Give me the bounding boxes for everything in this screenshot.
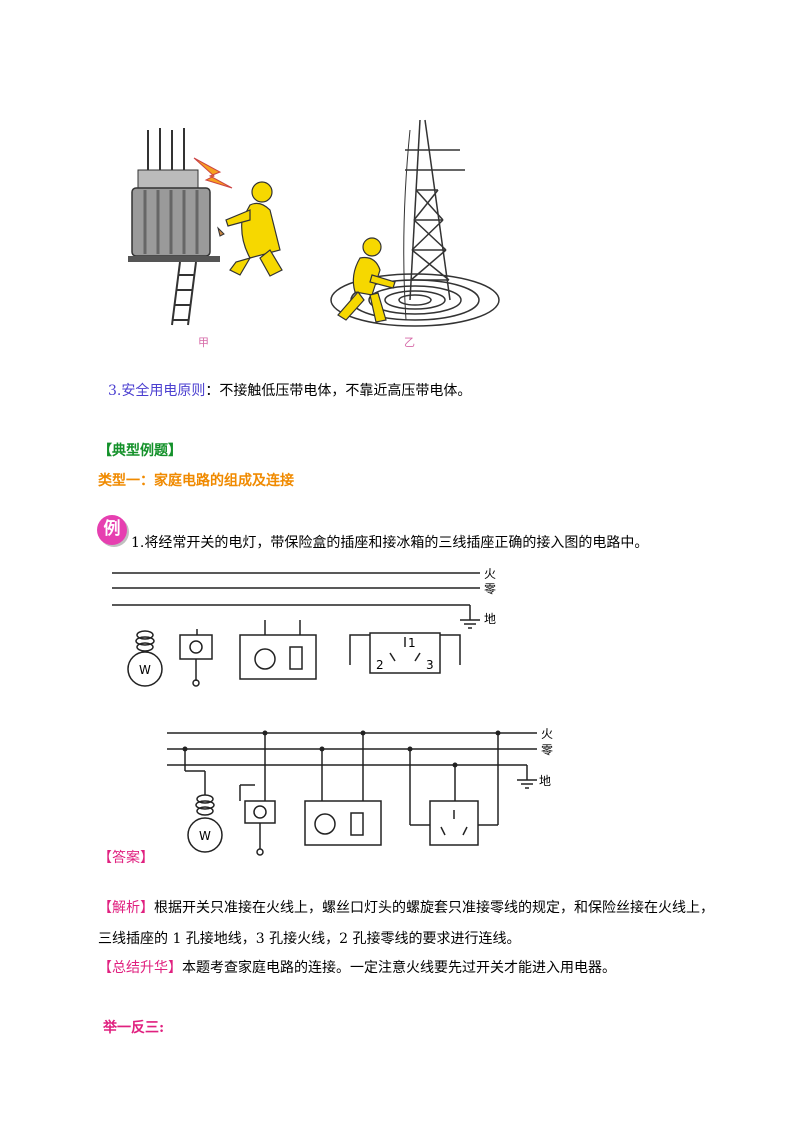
- safety-illustration: [128, 119, 500, 327]
- fused-socket-symbol: [239, 620, 317, 680]
- answer-label: 【答案】: [98, 850, 154, 866]
- analysis-line-2: 三线插座的 1 孔接地线，3 孔接火线，2 孔接零线的要求进行连线。: [98, 931, 521, 947]
- analysis-label: 【解析】: [98, 900, 154, 916]
- lamp-symbol: [127, 630, 163, 687]
- figure-label-jia: 甲: [198, 336, 209, 349]
- summary-text: 本题考查家庭电路的连接。一定注意火线要先过开关才能进入用电器。: [182, 960, 616, 976]
- q-label-earth: 地: [484, 612, 496, 626]
- figure-label-yi: 乙: [404, 336, 415, 349]
- analysis-text-1: 根据开关只准接在火线上，螺丝口灯头的螺旋套只准接零线的规定，和保险丝接在火线上，: [154, 900, 714, 916]
- example-question: 1.将经常开关的电灯，带保险盒的插座和接冰箱的三线插座正确的接入图的电路中。: [131, 535, 649, 551]
- q-label-neutral: 零: [484, 582, 496, 596]
- q-socket-hole-3: 3: [426, 658, 434, 672]
- answer-circuit-diagram: 火 零 地 W: [167, 727, 553, 856]
- section-title: 【典型例题】: [98, 443, 182, 459]
- three-pin-socket-symbol: [349, 632, 461, 674]
- analysis-line-1: 【解析】根据开关只准接在火线上，螺丝口灯头的螺旋套只准接零线的规定，和保险丝接在…: [98, 898, 714, 918]
- q-label-live: 火: [484, 567, 496, 581]
- a-lamp-letter: W: [199, 829, 211, 843]
- summary-label: 【总结升华】: [98, 960, 182, 976]
- transformer-drawing: [128, 128, 220, 326]
- principle-text: ：不接触低压带电体，不靠近高压带电体。: [205, 383, 472, 399]
- a-label-neutral: 零: [541, 743, 553, 757]
- q-lamp-letter: W: [139, 663, 151, 677]
- switch-symbol: [244, 800, 276, 856]
- person-step-voltage-figure: [337, 237, 396, 323]
- person-shocked-figure: [225, 181, 283, 277]
- spark-icon: [193, 157, 233, 189]
- safety-principle: 3.安全用电原则：不接触低压带电体，不靠近高压带电体。: [108, 381, 471, 401]
- switch-symbol: [179, 629, 213, 687]
- q-socket-hole-2: 2: [376, 658, 384, 672]
- question-circuit-diagram: 火 零 地 W 1 2 3: [112, 567, 496, 687]
- summary-line: 【总结升华】本题考查家庭电路的连接。一定注意火线要先过开关才能进入用电器。: [98, 958, 616, 978]
- example-badge: 例: [97, 515, 127, 545]
- fused-socket-symbol: [304, 800, 382, 846]
- principle-number: 3.: [108, 383, 122, 399]
- principle-title: 安全用电原则: [121, 383, 206, 399]
- three-pin-socket-symbol: [429, 800, 479, 846]
- lamp-symbol: [187, 794, 223, 853]
- q-socket-hole-1: 1: [408, 636, 416, 650]
- a-label-earth: 地: [539, 774, 551, 788]
- practice-title: 举一反三:: [103, 1020, 165, 1036]
- type-title: 类型一：家庭电路的组成及连接: [98, 473, 294, 489]
- a-label-live: 火: [541, 727, 553, 741]
